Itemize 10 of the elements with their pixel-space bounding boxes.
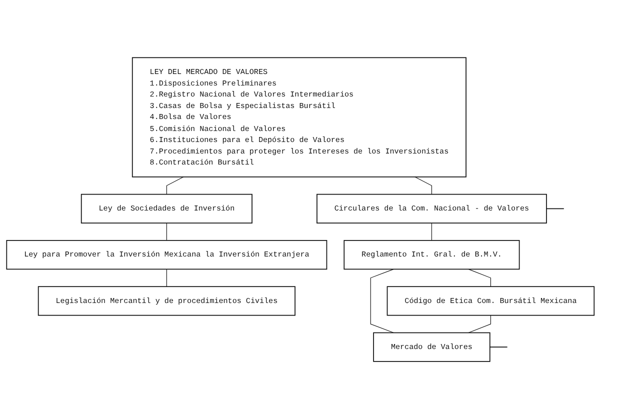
connector-line: [431, 223, 432, 242]
connector-line: [546, 208, 564, 210]
connector-line: [166, 177, 184, 196]
connector-line: [370, 269, 394, 334]
connector-line: [166, 269, 167, 288]
connector-line: [468, 269, 491, 288]
connector-line: [489, 347, 508, 348]
connector-line: [166, 223, 167, 242]
connector-line: [468, 315, 491, 334]
connector-line: [414, 177, 432, 196]
